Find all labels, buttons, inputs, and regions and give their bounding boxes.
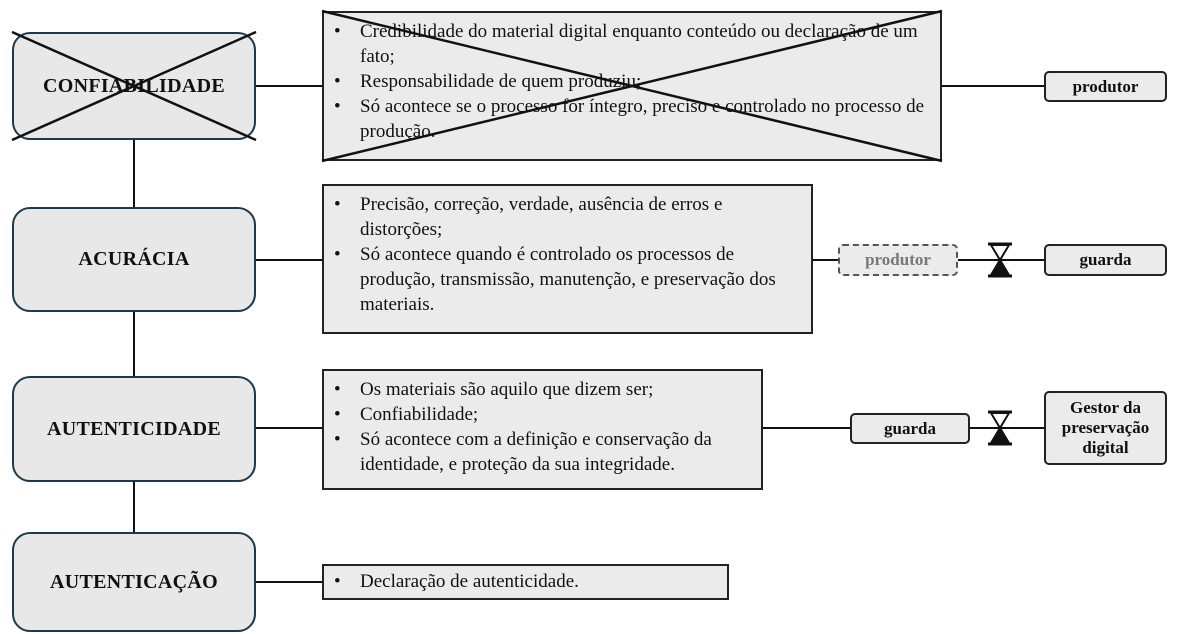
description-confiabilidade: Credibilidade do material digital enquan… — [322, 11, 942, 161]
concept-label: CONFIABILIDADE — [42, 74, 225, 97]
concept-label: AUTENTICIDADE — [47, 417, 221, 440]
bullet-item: Os materiais são aquilo que dizem ser; — [334, 377, 751, 402]
role-label: produtor — [865, 250, 931, 269]
concept-autenticacao: AUTENTICAÇÃO — [12, 532, 256, 632]
bullet-item: Credibilidade do material digital enquan… — [334, 19, 930, 69]
concept-confiabilidade: CONFIABILIDADE — [12, 32, 256, 140]
description-autenticidade: Os materiais são aquilo que dizem ser; C… — [322, 369, 763, 490]
concept-label: AUTENTICAÇÃO — [49, 570, 219, 593]
role-label: guarda — [1079, 250, 1132, 269]
role-label: produtor — [1072, 76, 1139, 96]
bullet-item: Declaração de autenticidade. — [334, 569, 717, 594]
hourglass-icon — [988, 410, 1012, 446]
role-produtor: produtor — [1044, 71, 1167, 102]
role-gestor-preservacao-digital: Gestor da preservação digital — [1044, 391, 1167, 465]
bullet-item: Só acontece se o processo for íntegro, p… — [334, 94, 930, 144]
description-autenticacao: Declaração de autenticidade. — [322, 564, 729, 600]
bullet-item: Precisão, correção, verdade, ausência de… — [334, 192, 801, 242]
hourglass-icon — [988, 242, 1012, 278]
bullet-item: Confiabilidade; — [334, 402, 751, 427]
bullet-item: Só acontece quando é controlado os proce… — [334, 242, 801, 317]
role-guarda: guarda — [1044, 244, 1167, 276]
concept-label: ACURÁCIA — [78, 248, 190, 270]
bullet-item: Só acontece com a definição e conservaçã… — [334, 427, 751, 477]
description-acuracia: Precisão, correção, verdade, ausência de… — [322, 184, 813, 334]
concept-acuracia: ACURÁCIA — [12, 207, 256, 312]
role-produtor-dashed: produtor — [838, 244, 958, 276]
role-label: Gestor da preservação digital — [1061, 398, 1150, 457]
role-label: guarda — [884, 418, 936, 438]
role-guarda: guarda — [850, 413, 970, 444]
concept-autenticidade: AUTENTICIDADE — [12, 376, 256, 482]
bullet-item: Responsabilidade de quem produziu; — [334, 69, 930, 94]
